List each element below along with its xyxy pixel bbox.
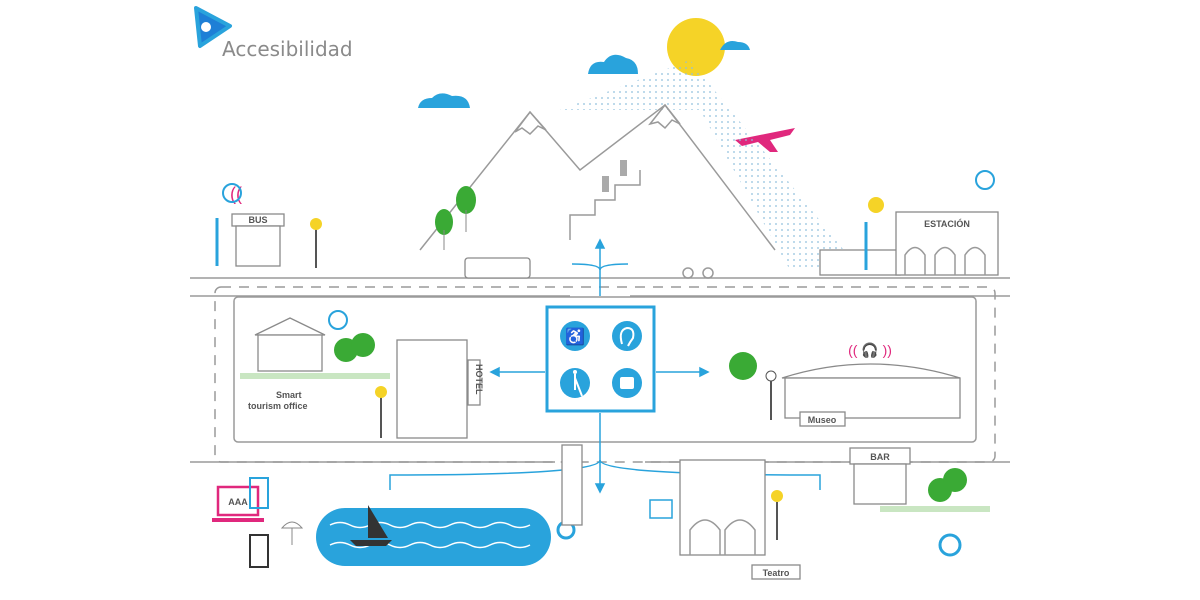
hearing-icon [612, 321, 642, 351]
svg-text:♿: ♿ [565, 327, 585, 346]
cloud-icon [720, 41, 750, 50]
bar-label: BAR [870, 452, 890, 462]
logo-mark-icon [194, 6, 232, 48]
bus-stop: BUS (( [215, 183, 322, 268]
wheelchair-icon [560, 321, 590, 351]
logo: Accesibilidad [194, 6, 353, 61]
theatre-label: Teatro [763, 568, 790, 578]
wheelchair-icon [938, 533, 962, 557]
bar: BAR [849, 447, 990, 557]
trees [334, 186, 967, 502]
accessible-web: AAA [212, 477, 304, 568]
hotel: HOTEL [396, 339, 484, 439]
clouds [418, 41, 750, 108]
road [190, 277, 1010, 463]
airplane-icon [735, 128, 795, 152]
hotel-label: HOTEL [474, 364, 484, 395]
bus [464, 257, 531, 279]
accessibility-hub: ♿ [545, 305, 656, 413]
sun-rays-dots [560, 60, 860, 270]
elevator-icon [649, 499, 673, 519]
lake [316, 505, 576, 566]
audio-guide-icon: (( 🎧 )) [848, 342, 892, 359]
bus-label: BUS [248, 215, 267, 225]
tourism-office-label-1: Smart [276, 390, 302, 400]
station-label: ESTACIÓN [924, 218, 970, 229]
tourism-office-label-2: tourism office [248, 401, 308, 411]
cloud-icon [418, 93, 470, 108]
hearing-icon [975, 170, 995, 190]
touch-icon [868, 197, 884, 213]
train-station: ESTACIÓN [819, 170, 999, 276]
museum: (( 🎧 )) Museo [765, 342, 961, 427]
stairs [561, 444, 583, 526]
hearing-icon [328, 310, 348, 330]
hub-arrows [389, 238, 821, 494]
theatre: Teatro [649, 459, 801, 580]
web-aaa-label: AAA [228, 497, 248, 507]
bicycle-icon [682, 267, 714, 279]
cloud-icon [588, 54, 638, 74]
logo-text: Accesibilidad [222, 37, 353, 61]
museum-label: Museo [808, 415, 837, 425]
sailboat-icon [350, 505, 392, 546]
mountains [419, 103, 776, 251]
tourism-office: Smart tourism office [240, 310, 390, 438]
sun-icon [667, 18, 725, 76]
